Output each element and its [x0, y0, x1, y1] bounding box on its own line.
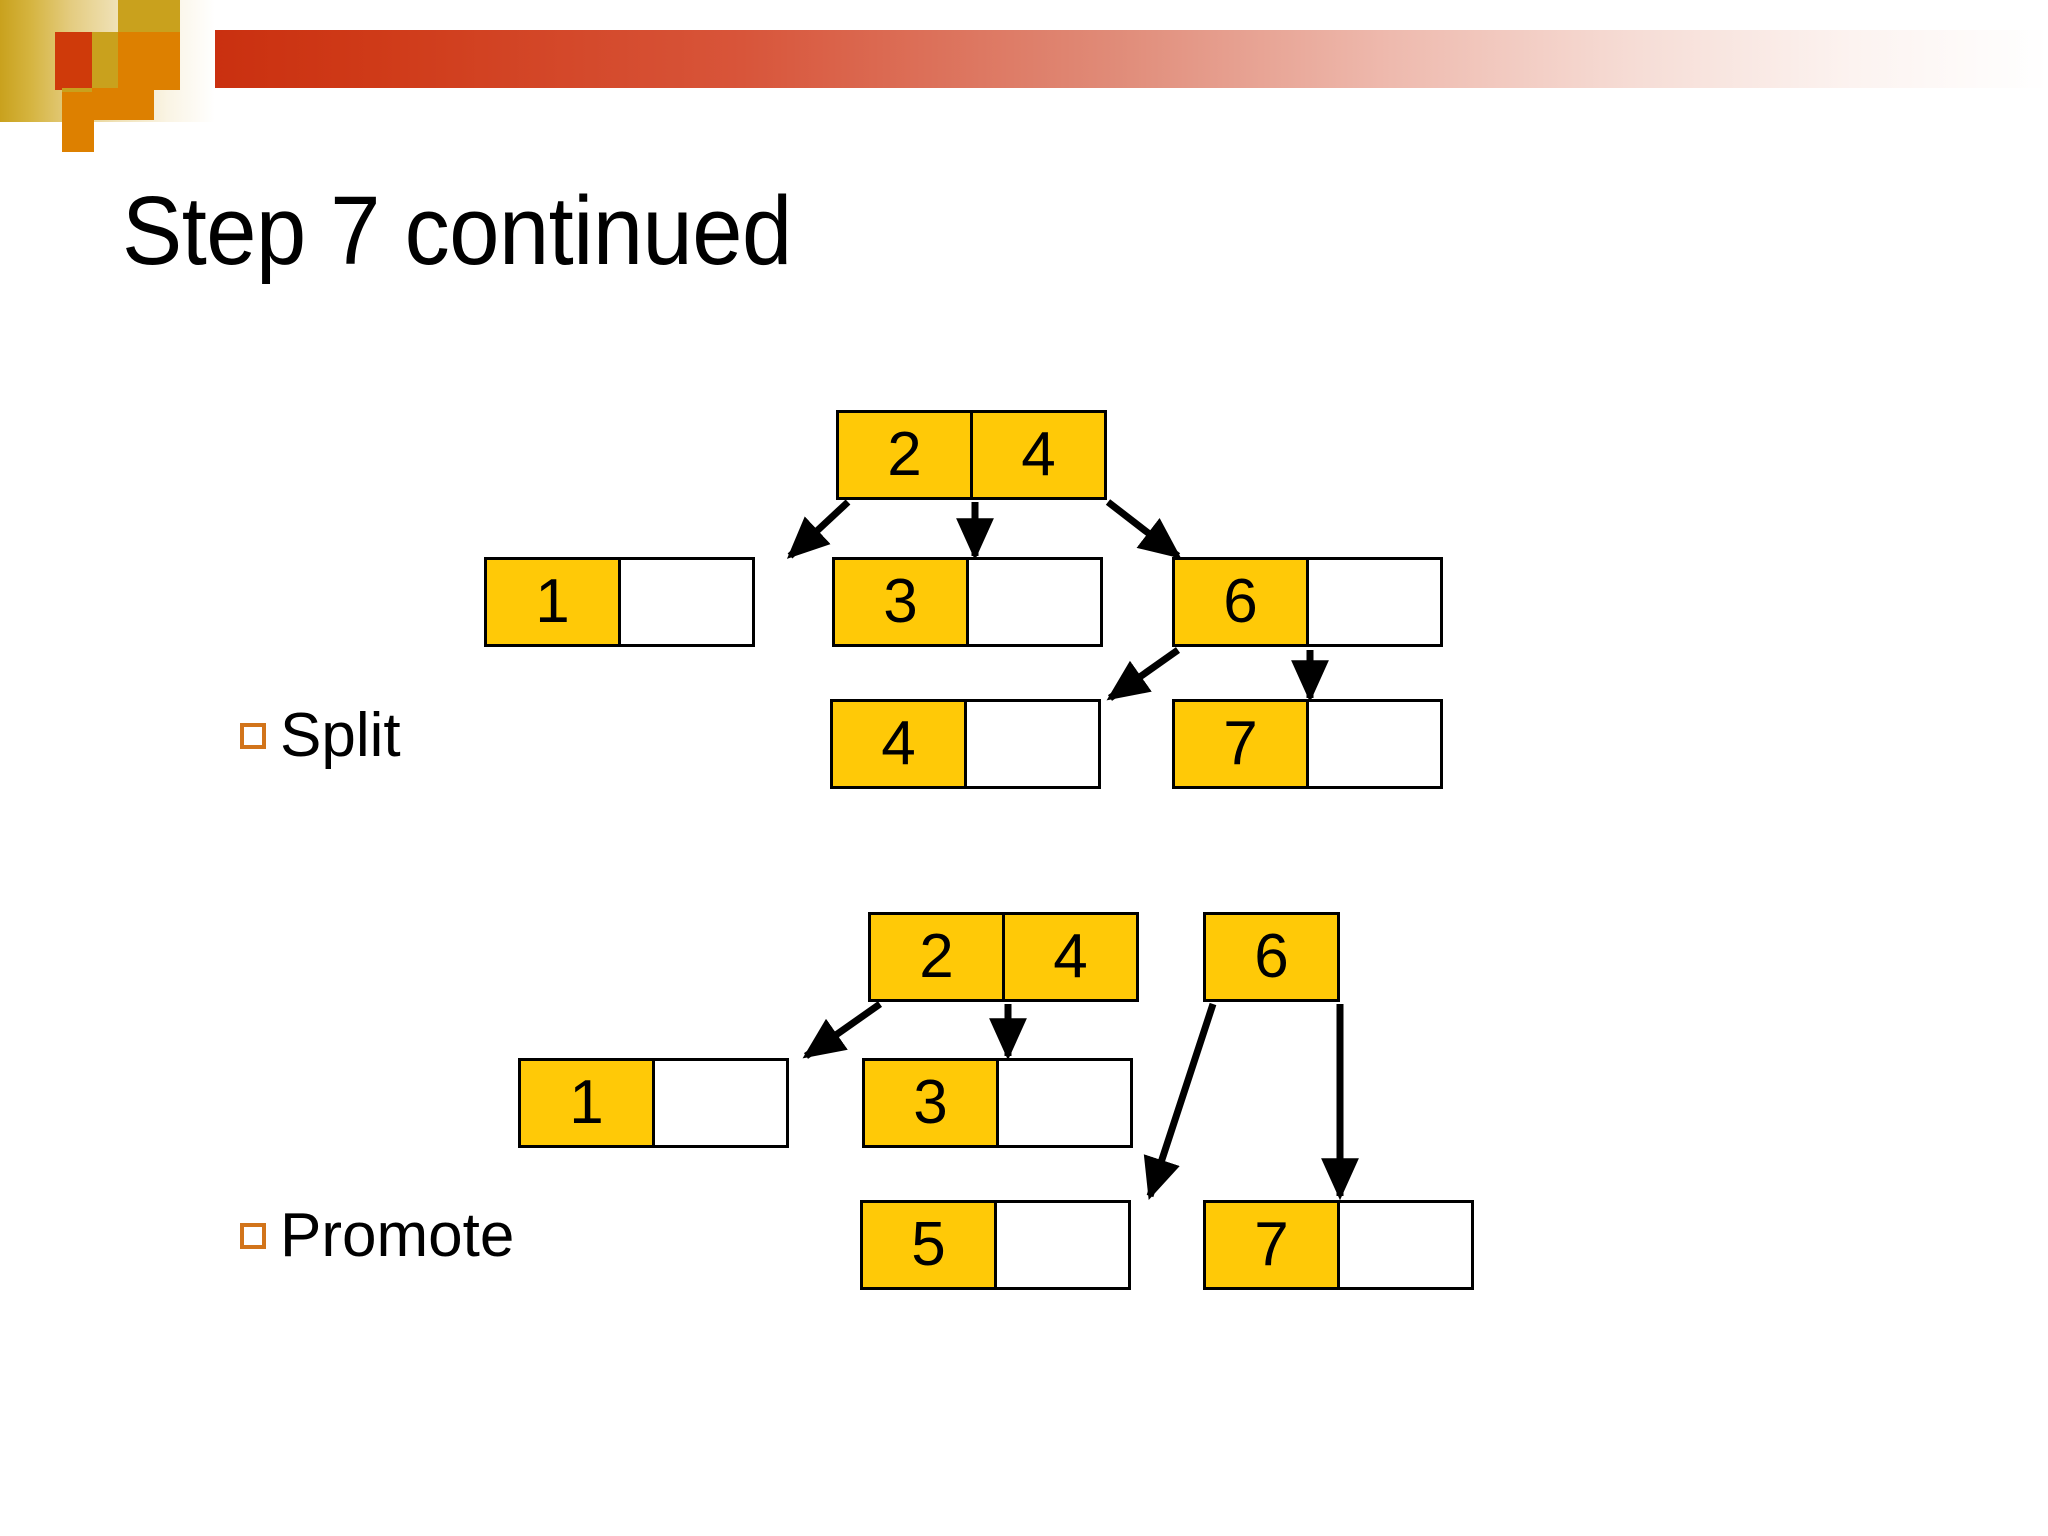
btree-key-cell: 1 [484, 557, 621, 647]
btree-node: 6 [1172, 557, 1443, 647]
gold-square-top [118, 0, 180, 32]
btree-empty-cell [1306, 557, 1443, 647]
btree-key-cell: 3 [832, 557, 969, 647]
btree-child-arrow [1105, 499, 1182, 559]
btree-key-cell: 4 [970, 410, 1107, 500]
btree-key-cell: 7 [1172, 699, 1309, 789]
btree-node: 5 [860, 1200, 1131, 1290]
btree-child-arrow [1106, 647, 1181, 701]
btree-node: 3 [862, 1058, 1133, 1148]
bullet-item-promote: Promote [240, 1205, 514, 1267]
btree-empty-cell [1337, 1200, 1474, 1290]
btree-key-cell: 3 [862, 1058, 999, 1148]
btree-key-cell: 1 [518, 1058, 655, 1148]
btree-key-cell: 6 [1203, 912, 1340, 1002]
btree-node: 4 [830, 699, 1101, 789]
btree-key-cell: 2 [868, 912, 1005, 1002]
btree-key-cell: 2 [836, 410, 973, 500]
btree-empty-cell [964, 699, 1101, 789]
header-decoration [0, 0, 2048, 152]
header-red-gradient-bar [100, 30, 2048, 88]
btree-empty-cell [966, 557, 1103, 647]
btree-empty-cell [652, 1058, 789, 1148]
btree-key-cell: 7 [1203, 1200, 1340, 1290]
btree-node: 7 [1203, 1200, 1474, 1290]
orange-square-low [92, 88, 154, 120]
btree-empty-cell [1306, 699, 1443, 789]
orange-square-mid [118, 32, 180, 90]
btree-key-cell: 4 [1002, 912, 1139, 1002]
btree-key-cell: 6 [1172, 557, 1309, 647]
btree-empty-cell [996, 1058, 1133, 1148]
btree-key-cell: 5 [860, 1200, 997, 1290]
btree-key-cell: 4 [830, 699, 967, 789]
btree-node: 3 [832, 557, 1103, 647]
btree-node: 6 [1203, 912, 1340, 1002]
btree-empty-cell [618, 557, 755, 647]
btree-node: 1 [518, 1058, 789, 1148]
hollow-square-bullet-icon [240, 1223, 266, 1249]
btree-child-arrow [802, 1001, 883, 1059]
hollow-square-bullet-icon [240, 723, 266, 749]
btree-child-arrow [1143, 1002, 1217, 1200]
bullet-label-split: Split [280, 701, 401, 770]
btree-child-arrow [786, 499, 851, 559]
btree-empty-cell [994, 1200, 1131, 1290]
btree-node: 7 [1172, 699, 1443, 789]
bullet-item-split: Split [240, 705, 401, 767]
btree-node: 1 [484, 557, 755, 647]
bullet-label-promote: Promote [280, 1201, 515, 1270]
orange-square-bot [62, 92, 94, 152]
page-title: Step 7 continued [122, 176, 792, 285]
